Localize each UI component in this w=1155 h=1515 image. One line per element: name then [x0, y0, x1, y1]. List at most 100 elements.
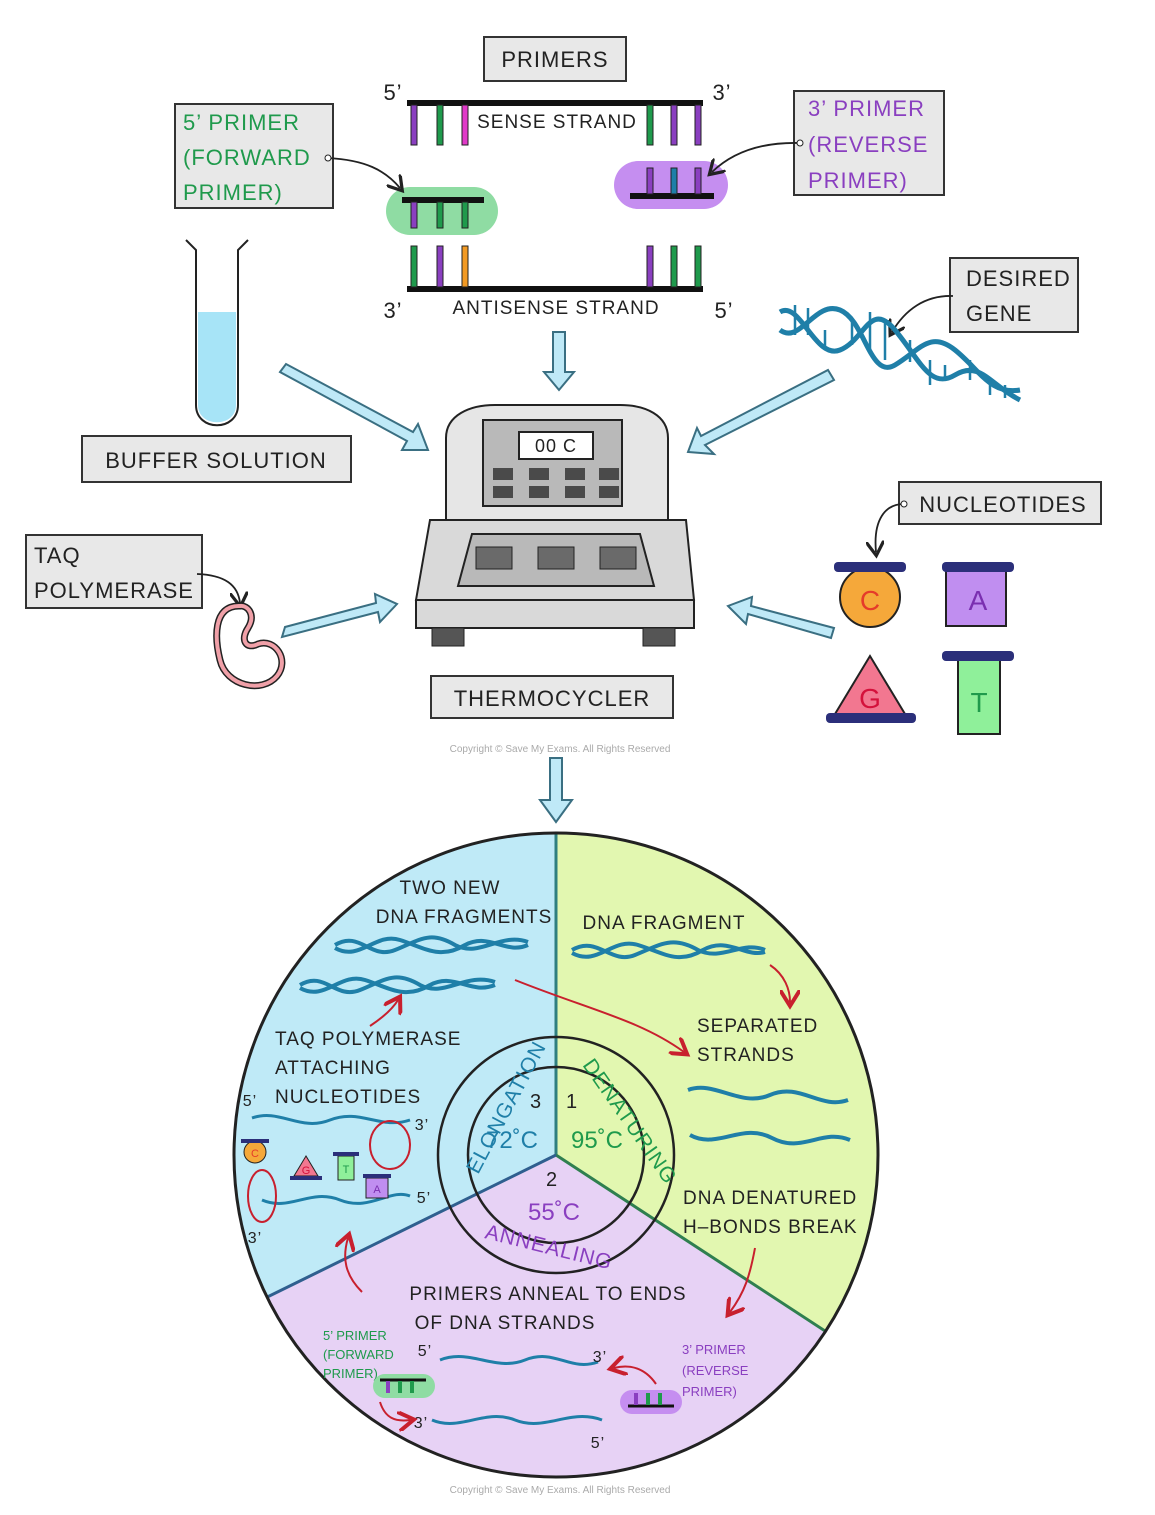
denaturing-step: 1	[566, 1091, 578, 1113]
annealing-forward-primer-mini	[373, 1374, 435, 1398]
elongation-text-1: TWO NEW	[400, 878, 501, 899]
elongation-3prime-top: 3’	[415, 1117, 429, 1134]
nucleotide-c: C	[834, 562, 906, 628]
thermocycler-display	[518, 431, 594, 460]
thermocycler: 00 C THERMOCYCLER Copyright © Save My Ex…	[414, 404, 696, 824]
desired-gene-pointer	[892, 295, 954, 332]
buffer-liquid	[198, 312, 236, 423]
nucleotide-t-label: T	[970, 687, 987, 718]
annealing-text-2: OF DNA STRANDS	[415, 1313, 596, 1334]
nucleotide-g: G	[826, 654, 916, 723]
copyright-top: Copyright © Save My Exams. All Rights Re…	[450, 744, 671, 755]
forward-primer-label-1: 5’ PRIMER	[183, 110, 300, 135]
elongation-text-2: DNA FRAGMENTS	[376, 907, 553, 928]
desired-gene-arrow	[686, 368, 836, 456]
nucleotide-a-label: A	[969, 585, 988, 616]
denaturing-text-5: H–BONDS BREAK	[683, 1217, 858, 1238]
dna-fragment-icon	[571, 940, 766, 960]
forward-primer-label-2: (FORWARD	[183, 145, 311, 170]
elongation-temp: 72˚C	[486, 1127, 538, 1154]
dna-helix-icon	[778, 305, 1022, 403]
primers-section: PRIMERS 5’ 3’ SENSE STRAND	[174, 36, 945, 392]
denaturing-text-3: STRANDS	[697, 1045, 795, 1066]
reverse-primer-label-1: 3’ PRIMER	[808, 96, 925, 121]
cycle-red-arrows	[345, 964, 790, 1420]
sense-strand-bases	[410, 104, 702, 146]
annealing-5prime-bottom: 5’	[591, 1435, 605, 1452]
forward-primer-pointer	[327, 157, 400, 188]
taq-pointer	[196, 573, 240, 603]
mini-nucleotide-g: G	[302, 1165, 311, 1177]
elongation-step: 3	[530, 1091, 542, 1113]
primers-label: PRIMERS	[501, 47, 608, 72]
elongation-3prime-bottom: 3’	[248, 1230, 262, 1247]
denaturing-text-2: SEPARATED	[697, 1016, 818, 1037]
denaturing-text-4: DNA DENATURED	[683, 1188, 857, 1209]
separated-strands-icon	[687, 1085, 851, 1146]
antisense-5prime: 5’	[714, 298, 733, 323]
taq-section: TAQ POLYMERASE	[25, 534, 399, 690]
nucleotides-arrow	[726, 595, 836, 640]
pcr-cycle: ELONGATION DENATURING ANNEALING 3 1 2 72…	[232, 831, 880, 1479]
annealing-temp: 55˚C	[528, 1199, 580, 1226]
antisense-strand-label: ANTISENSE STRAND	[452, 298, 659, 319]
annealing-fwd-1: 5’ PRIMER	[323, 1328, 387, 1343]
reverse-primer-label-3: PRIMER)	[808, 168, 908, 193]
annealing-step: 2	[546, 1169, 558, 1191]
reverse-primer-label-box	[793, 90, 945, 196]
nucleotides-section: NUCLEOTIDES C A G T	[726, 481, 1102, 735]
denaturing-temp: 95˚C	[571, 1127, 623, 1154]
buffer-solution-label-box	[81, 435, 352, 483]
annealing-3prime-bottom: 3’	[414, 1415, 428, 1432]
thermocycler-label: THERMOCYCLER	[454, 686, 651, 711]
primers-arrow	[541, 331, 577, 392]
cycle-outer-ring	[232, 831, 880, 1479]
taq-arrow	[280, 592, 399, 639]
reverse-primer-pointer	[712, 142, 801, 172]
mini-nucleotide-a: A	[373, 1184, 381, 1196]
buffer-solution-section: BUFFER SOLUTION	[81, 239, 430, 483]
taq-label-1: TAQ	[34, 543, 81, 568]
thermocycler-buttons	[493, 468, 619, 498]
desired-gene-label-1: DESIRED	[966, 266, 1071, 291]
elongation-5prime-top: 5’	[243, 1093, 257, 1110]
sense-strand-label: SENSE STRAND	[477, 112, 637, 133]
nucleotide-t: T	[942, 651, 1014, 735]
annealing-rev-1: 3’ PRIMER	[682, 1342, 746, 1357]
taq-polymerase-mini-bottom	[247, 1169, 277, 1223]
thermocycler-display-text: 00 C	[535, 436, 577, 456]
nucleotide-c-label: C	[860, 585, 880, 616]
primers-label-box	[483, 36, 627, 82]
buffer-arrow	[278, 362, 430, 451]
buffer-solution-label: BUFFER SOLUTION	[105, 448, 327, 473]
cycle-middle-ring	[436, 1035, 676, 1275]
annealing-text-1: PRIMERS ANNEAL TO ENDS	[409, 1284, 686, 1305]
elongation-text-4: ATTACHING	[275, 1058, 391, 1079]
antisense-3prime: 3’	[383, 298, 402, 323]
taq-label-box	[25, 534, 203, 609]
nucleotides-label-box	[898, 481, 1102, 525]
taq-polymerase-mini-top	[369, 1120, 411, 1170]
desired-gene-label-box	[949, 257, 1079, 333]
annealing-rev-2: (REVERSE	[682, 1363, 749, 1378]
nucleotides-label: NUCLEOTIDES	[919, 492, 1086, 517]
annealing-fwd-3: PRIMER)	[323, 1366, 378, 1381]
sense-5prime: 5’	[383, 80, 402, 105]
mini-nucleotide-t: T	[343, 1164, 350, 1176]
annealing-reverse-primer-mini	[620, 1390, 682, 1414]
thermocycler-arrow	[538, 757, 574, 824]
annealing-3prime-top: 3’	[593, 1349, 607, 1366]
antisense-strand-bases	[410, 245, 702, 288]
taq-label-2: POLYMERASE	[34, 578, 194, 603]
cycle-inner-ring	[466, 1065, 646, 1245]
annealing-fwd-2: (FORWARD	[323, 1347, 394, 1362]
copyright-bottom: Copyright © Save My Exams. All Rights Re…	[450, 1485, 671, 1496]
annealing-strands-icon	[431, 1355, 603, 1425]
test-tube-icon	[185, 239, 249, 427]
nucleotide-a: A	[942, 562, 1014, 627]
desired-gene-section: DESIRED GENE	[686, 257, 1079, 456]
elongation-5prime-bottom: 5’	[417, 1190, 431, 1207]
forward-primer-label-3: PRIMER)	[183, 180, 283, 205]
desired-gene-label-2: GENE	[966, 301, 1032, 326]
